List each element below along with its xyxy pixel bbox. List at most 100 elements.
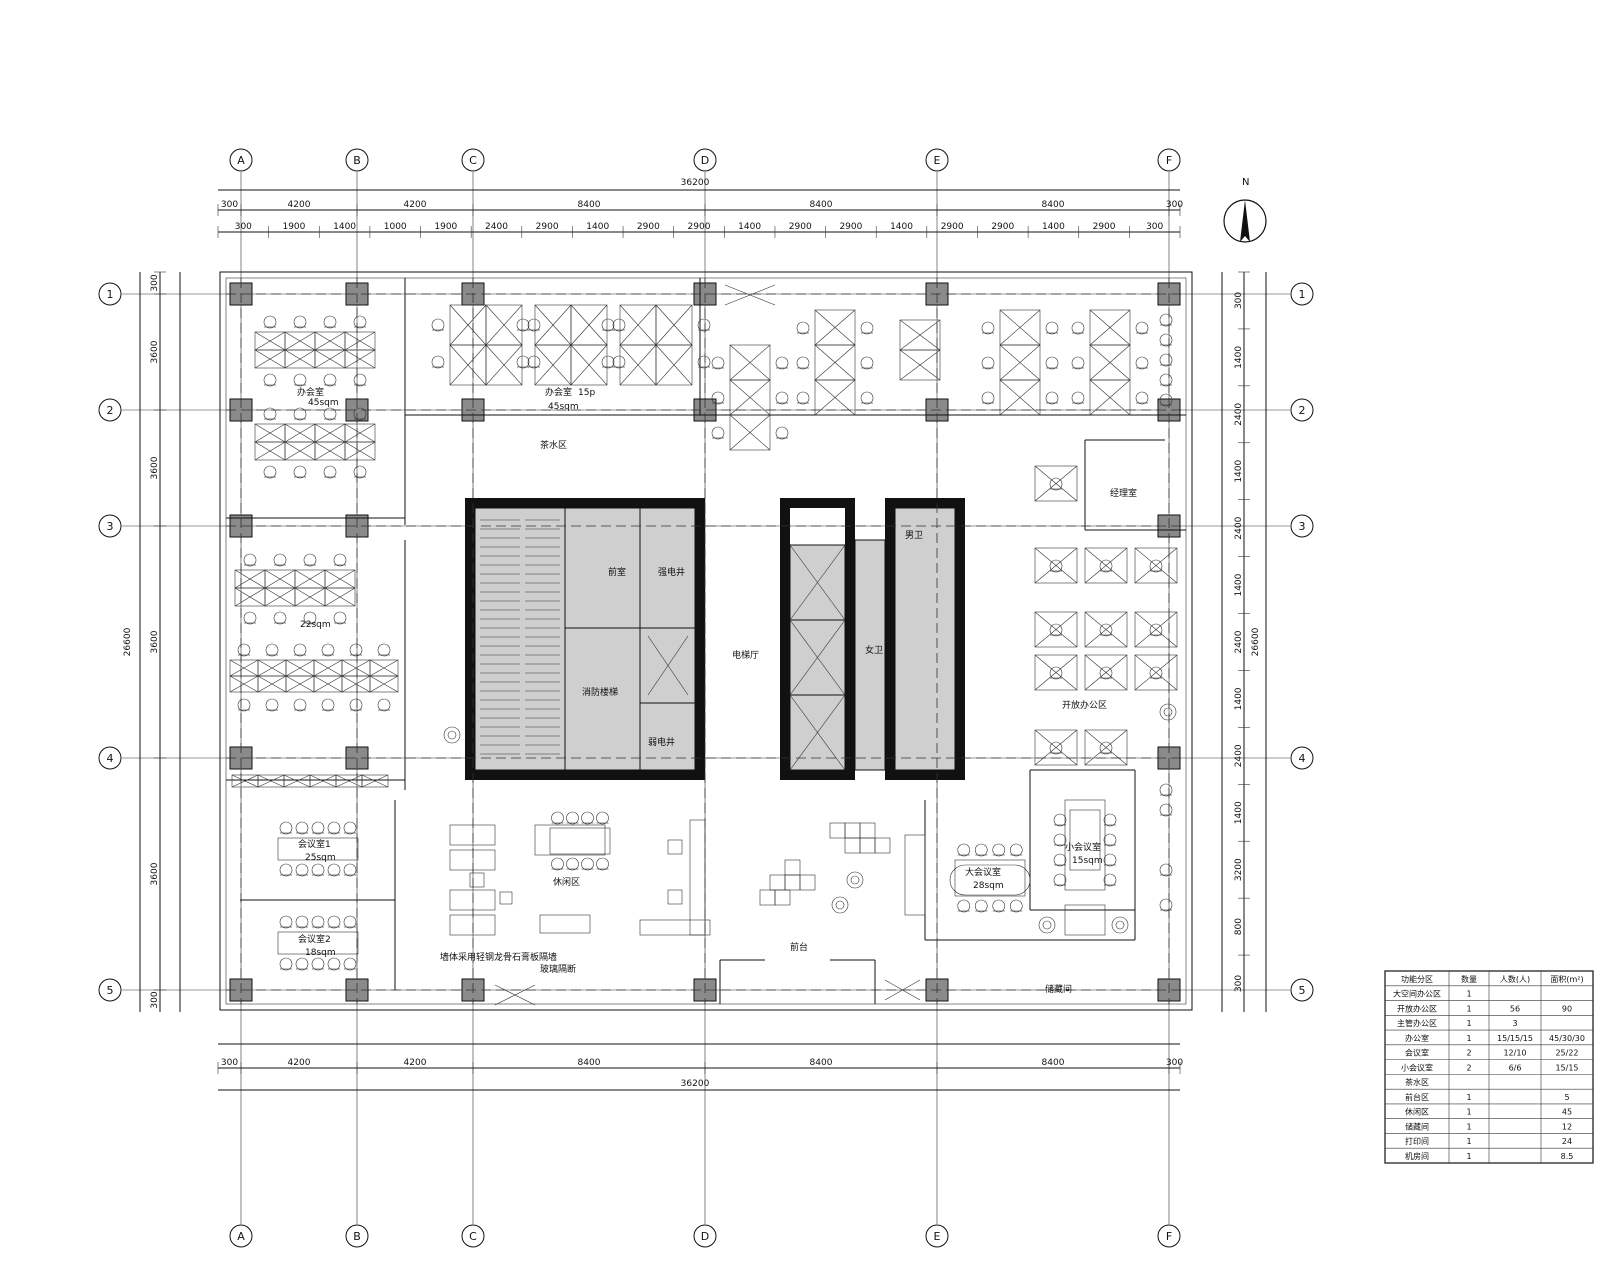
plant-icon	[447, 730, 457, 740]
grid-label-row: 2	[107, 404, 114, 417]
chair	[1159, 353, 1173, 367]
desk-mark	[655, 304, 693, 346]
chair	[860, 321, 874, 335]
schedule-cell: 大空间办公区	[1393, 989, 1441, 999]
chair	[1049, 623, 1063, 637]
chair	[1159, 898, 1173, 912]
chair	[612, 355, 626, 369]
desk-mark	[449, 344, 487, 386]
dim-value: 2400	[1234, 403, 1244, 426]
desk-mark	[344, 331, 376, 351]
chair	[601, 318, 615, 332]
chair	[1135, 356, 1149, 370]
desk-mark	[254, 331, 286, 351]
dim-value: 300	[150, 274, 160, 291]
desk-mark	[264, 587, 296, 607]
chair	[1149, 559, 1163, 573]
dim-value: 3600	[150, 630, 160, 653]
grid-label-col: D	[701, 154, 709, 167]
chair	[1053, 813, 1067, 827]
chair	[596, 811, 609, 825]
desk-mark	[313, 675, 343, 693]
label-area-5: 25sqm	[305, 853, 336, 863]
desk-mark	[257, 659, 287, 677]
grid-label-col: B	[353, 1230, 361, 1243]
chair	[1045, 356, 1059, 370]
chair	[775, 391, 789, 405]
chair	[974, 899, 988, 913]
north-label: N	[1242, 177, 1249, 188]
dim-value: 2900	[637, 222, 660, 232]
label-pantry: 茶水区	[540, 439, 567, 451]
grid-bubble-col	[693, 148, 717, 172]
dim-value: 8400	[578, 200, 601, 210]
chair	[327, 915, 341, 929]
chair	[263, 315, 277, 329]
desk-mark	[619, 344, 657, 386]
desk-mark	[284, 349, 316, 369]
chair	[596, 857, 609, 871]
chair	[243, 611, 257, 625]
grid-bubble-col	[693, 1224, 717, 1248]
grid-bubble-col	[461, 1224, 485, 1248]
label-office-2: 办会室	[545, 386, 572, 398]
desk	[1034, 547, 1078, 584]
chair	[327, 821, 341, 835]
dim-value: 1400	[1234, 573, 1244, 596]
plant-icon	[835, 900, 845, 910]
desk-mark	[814, 379, 856, 416]
dim-value: 2400	[1234, 744, 1244, 767]
schedule-cell: 5	[1564, 1093, 1569, 1102]
chair	[1159, 373, 1173, 387]
right-dimensions: 3001400240014002400140024001400240014003…	[1234, 271, 1250, 992]
schedule-cell: 1	[1466, 1122, 1471, 1131]
grid-bubble-row	[98, 978, 122, 1002]
chair	[237, 643, 251, 657]
desk	[655, 344, 693, 386]
meeting-table	[954, 859, 1026, 897]
chair	[303, 611, 317, 625]
chair	[279, 863, 293, 877]
desk	[1034, 465, 1078, 502]
grid-label-row: 4	[107, 752, 114, 765]
schedule-cell: 12	[1562, 1122, 1572, 1131]
label-area-3: 22sqm	[300, 620, 331, 630]
chair	[581, 857, 594, 871]
desk-mark	[283, 774, 311, 788]
meeting-table	[277, 837, 359, 861]
stair-core	[465, 498, 705, 780]
dim-value: 3200	[1234, 858, 1244, 881]
desk-mark	[344, 349, 376, 369]
desk	[324, 587, 356, 607]
label-stair: 消防楼梯	[582, 686, 618, 698]
desk	[1084, 654, 1128, 691]
label-electric: 强电井	[658, 566, 685, 578]
chair	[1103, 833, 1117, 847]
meeting-table	[1069, 809, 1101, 871]
label-area-4: 18sqm	[305, 948, 336, 958]
schedule-cell: 1	[1466, 1004, 1471, 1013]
desk-mark	[1089, 309, 1131, 346]
desk-mark	[369, 675, 399, 693]
schedule-cell: 1	[1466, 990, 1471, 999]
chair	[343, 915, 357, 929]
chair	[601, 355, 615, 369]
label-large-meeting: 大会议室	[965, 866, 1001, 878]
desk-mark	[1084, 729, 1128, 766]
desk-mark	[1089, 344, 1131, 381]
desk-mark	[1134, 547, 1178, 584]
grid-label-row: 1	[1299, 288, 1306, 301]
schedule-cell: 1	[1466, 1108, 1471, 1117]
desk-mark	[294, 587, 326, 607]
dim-value: 2900	[941, 222, 964, 232]
label-area-1: 45sqm	[308, 398, 339, 408]
chair	[243, 553, 257, 567]
label-area-2: 28sqm	[973, 881, 1004, 891]
label-small-meeting: 小会议室	[1065, 841, 1101, 853]
desk-mark	[234, 587, 266, 607]
grid-bubble-col	[229, 148, 253, 172]
desk-mark	[1089, 379, 1131, 416]
schedule-cell: 25/22	[1555, 1049, 1578, 1058]
